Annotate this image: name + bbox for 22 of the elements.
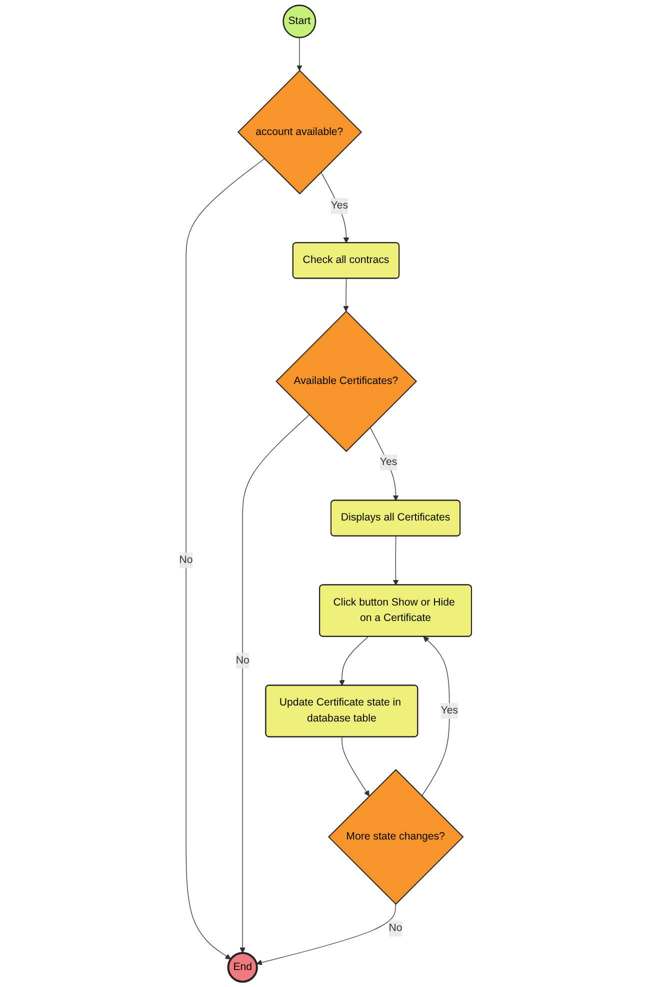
node-circle: Start	[282, 4, 316, 38]
edge-label: Yes	[330, 200, 348, 212]
edge-label: Yes	[380, 456, 398, 468]
edge-label: No	[179, 554, 193, 566]
arrow	[342, 736, 370, 796]
arrow	[392, 536, 399, 586]
edge-label: Yes	[440, 705, 458, 716]
node-diamond: More state changes?	[328, 769, 464, 905]
arrow	[370, 426, 399, 501]
arrow	[339, 636, 369, 686]
arrow	[343, 278, 349, 312]
arrow	[186, 158, 265, 960]
arrow	[240, 414, 310, 954]
node-circle: End	[227, 952, 258, 983]
edge-label: No	[236, 654, 250, 666]
node-diamond: account available?	[238, 70, 362, 194]
node-diamond: Available Certificates?	[276, 310, 418, 452]
arrow	[256, 904, 396, 966]
arrow	[320, 172, 350, 244]
arrow	[422, 636, 450, 796]
edge-label: No	[388, 922, 402, 934]
arrow	[296, 37, 302, 71]
